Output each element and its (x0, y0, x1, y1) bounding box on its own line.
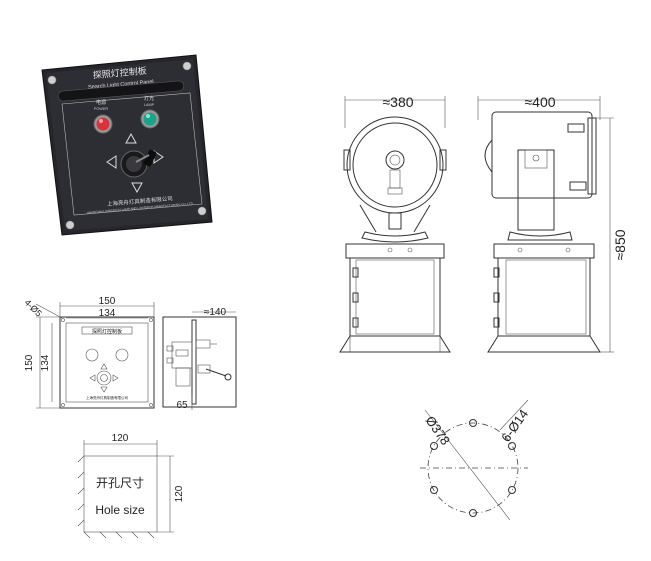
dim-height: ≈850 (612, 229, 628, 260)
lamp-label-en: LAMP (144, 103, 155, 107)
searchlight-side-view: ≈400 ≈850 (477, 94, 628, 353)
panel-side-drawing: ≈140 65 (162, 307, 237, 411)
dim-flange-holes: 6-Ø14 (498, 407, 531, 445)
flange-hole-pattern: Ø378 6-Ø14 (420, 399, 531, 521)
dim-hole-height: 120 (174, 485, 185, 502)
control-panel-photo: 探照灯控制板 Search Light Control Panel 电源 POW… (41, 54, 213, 236)
arrow-left-icon (106, 155, 117, 169)
power-label-cn: 电源 (96, 99, 106, 106)
hole-size-label-en: Hole size (95, 503, 145, 517)
arrow-down-icon (131, 182, 143, 194)
screw-icon (47, 75, 57, 85)
lamp-label-cn: 灯光 (144, 95, 154, 102)
hole-size-label-cn: 开孔尺寸 (96, 476, 144, 490)
screw-icon (65, 220, 75, 230)
hole-size-drawing: 120 120 开孔尺寸 Hole size (77, 433, 185, 539)
panel-title-en: Search Light Control Panel (88, 79, 154, 91)
dim-height-outer: 150 (24, 354, 35, 371)
front-maker: 上海亮舟灯具制造有限公司 (86, 395, 128, 400)
joystick-knob (143, 149, 157, 167)
dim-front-width: ≈380 (382, 94, 413, 110)
dim-width-inner: 134 (99, 308, 116, 319)
power-indicator-lamp (96, 117, 110, 131)
screw-icon (197, 206, 207, 216)
dim-panel-depth: 65 (176, 400, 188, 411)
front-panel-title: 探照灯控制板 (92, 328, 122, 335)
lamp-bulb-gauge (385, 150, 405, 170)
dim-hole-width: 120 (112, 433, 129, 444)
lamp-lamp-outline (115, 348, 129, 362)
dim-height-inner: 134 (40, 354, 51, 371)
dim-side-depth: ≈140 (204, 307, 227, 318)
power-lamp-outline (85, 348, 99, 362)
dim-side-width: ≈400 (524, 94, 555, 110)
lamp-indicator-lamp (143, 112, 157, 126)
arrow-up-icon (125, 132, 137, 144)
dim-width-outer: 150 (99, 296, 116, 307)
panel-front-drawing: 探照灯控制板 上海亮舟灯具制造有限公司 150 134 4-Ø5 150 134 (23, 296, 155, 409)
power-label-en: POWER (94, 107, 109, 111)
screw-icon (182, 61, 192, 71)
dim-holes: 4-Ø5 (23, 297, 44, 318)
lamp-body-side (491, 111, 593, 199)
searchlight-front-view: ≈380 (339, 94, 451, 353)
joystick-outline (96, 370, 112, 386)
panel-handle (57, 80, 185, 102)
lamp-lens (352, 122, 438, 208)
pcd-circle (427, 422, 519, 514)
